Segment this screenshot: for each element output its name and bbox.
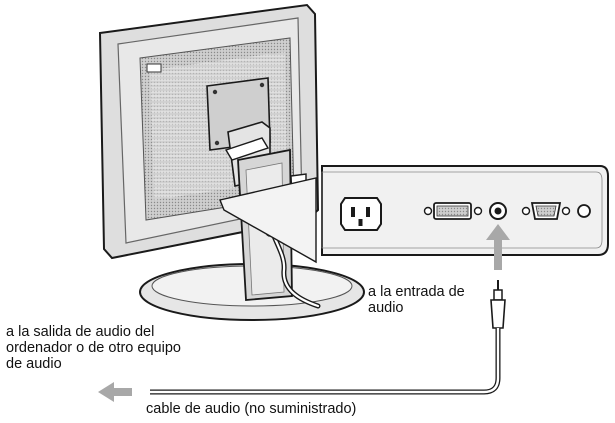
audio-jack-icon [489, 202, 507, 220]
insert-arrow-icon [486, 224, 510, 270]
output-arrow-icon [98, 382, 132, 402]
vga-connector-icon [521, 202, 571, 220]
stereo-mini-plug-icon [490, 280, 506, 329]
audio-input-label: a la entrada de audio [368, 284, 465, 316]
ac-inlet-icon [340, 197, 382, 231]
audio-cable [150, 328, 501, 395]
zoom-callout [219, 177, 317, 264]
connector-panel [321, 165, 609, 256]
port-icon [577, 204, 591, 218]
monitor-rear-icon [98, 3, 365, 321]
cable-label: cable de audio (no suministrado) [146, 401, 357, 417]
audio-output-label: a la salida de audio del ordenador o de … [6, 324, 181, 372]
dvi-connector-icon [423, 202, 483, 220]
